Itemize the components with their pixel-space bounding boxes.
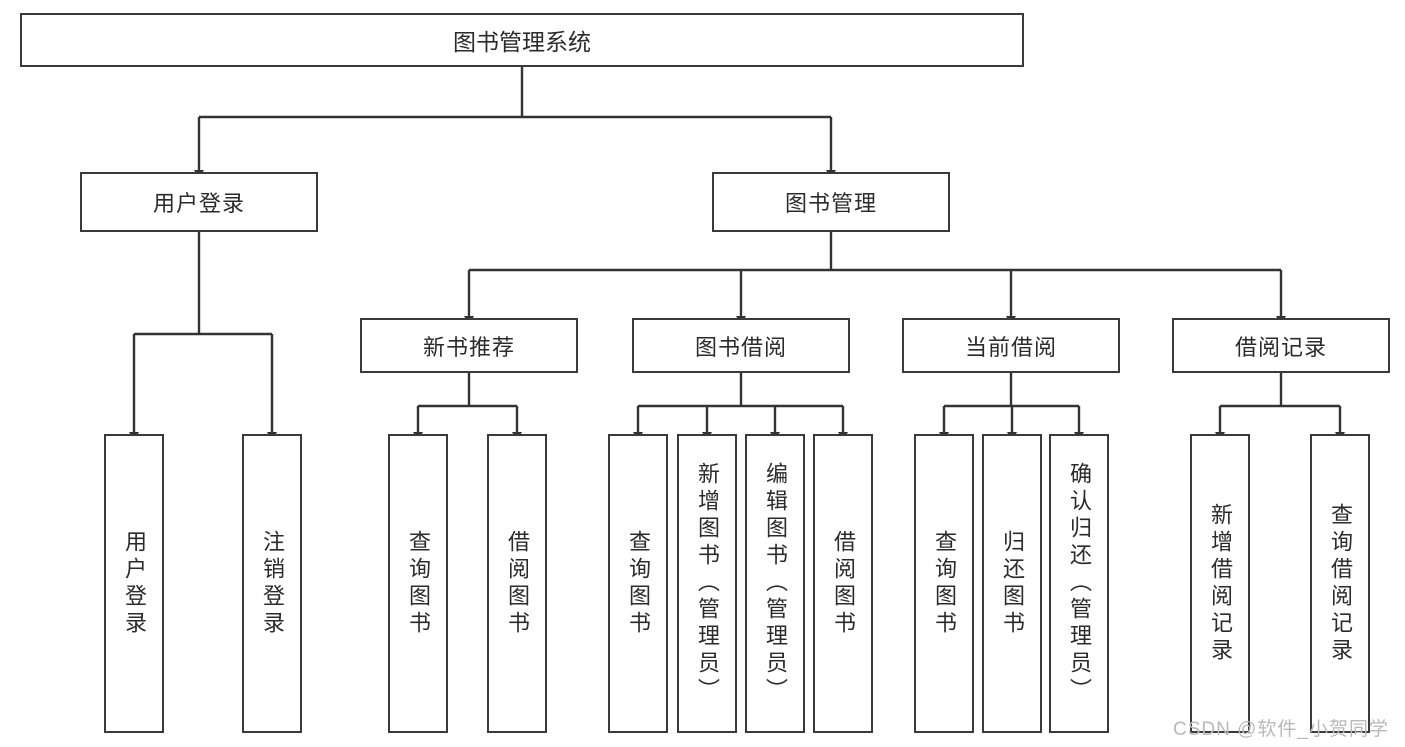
node-book-manage-label: 图书管理 [784,191,877,216]
node-leaf-return-book-label: 归还图书 [1000,529,1025,638]
node-leaf-add-record[interactable]: 新增借阅记录 [1190,434,1250,733]
node-leaf-borrow-book-2-label: 借阅图书 [831,529,856,638]
node-leaf-query-book-2-label: 查询图书 [626,529,651,638]
node-leaf-query-record[interactable]: 查询借阅记录 [1310,434,1370,733]
node-leaf-return-book[interactable]: 归还图书 [982,434,1042,733]
node-root[interactable]: 图书管理系统 [20,13,1024,67]
node-leaf-borrow-book-2[interactable]: 借阅图书 [813,434,873,733]
node-leaf-query-book-3-label: 查询图书 [932,529,957,638]
node-leaf-add-record-label: 新增借阅记录 [1208,502,1233,665]
node-book-borrow-label: 图书借阅 [694,334,787,360]
node-leaf-add-book-label: 新增图书（管理员） [695,462,720,705]
node-leaf-query-book-1-label: 查询图书 [406,529,431,638]
node-leaf-user-logout-label: 注销登录 [260,529,285,638]
node-leaf-edit-book[interactable]: 编辑图书（管理员） [745,434,805,733]
node-leaf-edit-book-label: 编辑图书（管理员） [763,462,788,705]
node-leaf-query-book-2[interactable]: 查询图书 [608,434,668,733]
node-leaf-query-book-1[interactable]: 查询图书 [388,434,448,733]
node-leaf-confirm-return[interactable]: 确认归还（管理员） [1049,434,1109,733]
node-leaf-borrow-book-1-label: 借阅图书 [505,529,530,638]
node-user-login-label: 用户登录 [152,191,245,216]
node-leaf-add-book[interactable]: 新增图书（管理员） [677,434,737,733]
watermark: CSDN @软件_小贺同学 [1173,719,1389,740]
node-borrow-record[interactable]: 借阅记录 [1172,318,1390,373]
node-book-manage[interactable]: 图书管理 [712,172,950,232]
node-leaf-user-login[interactable]: 用户登录 [104,434,164,733]
node-leaf-borrow-book-1[interactable]: 借阅图书 [487,434,547,733]
node-root-label: 图书管理系统 [453,29,591,55]
node-book-borrow[interactable]: 图书借阅 [632,318,850,373]
node-leaf-user-logout[interactable]: 注销登录 [242,434,302,733]
node-leaf-query-book-3[interactable]: 查询图书 [914,434,974,733]
node-new-book-recommend[interactable]: 新书推荐 [360,318,578,373]
node-new-book-recommend-label: 新书推荐 [422,334,515,360]
node-leaf-query-record-label: 查询借阅记录 [1328,502,1353,665]
node-current-borrow-label: 当前借阅 [964,334,1057,360]
node-leaf-user-login-label: 用户登录 [122,529,147,638]
node-user-login[interactable]: 用户登录 [80,172,318,232]
node-leaf-confirm-return-label: 确认归还（管理员） [1067,462,1092,705]
node-current-borrow[interactable]: 当前借阅 [902,318,1120,373]
node-borrow-record-label: 借阅记录 [1234,334,1327,360]
